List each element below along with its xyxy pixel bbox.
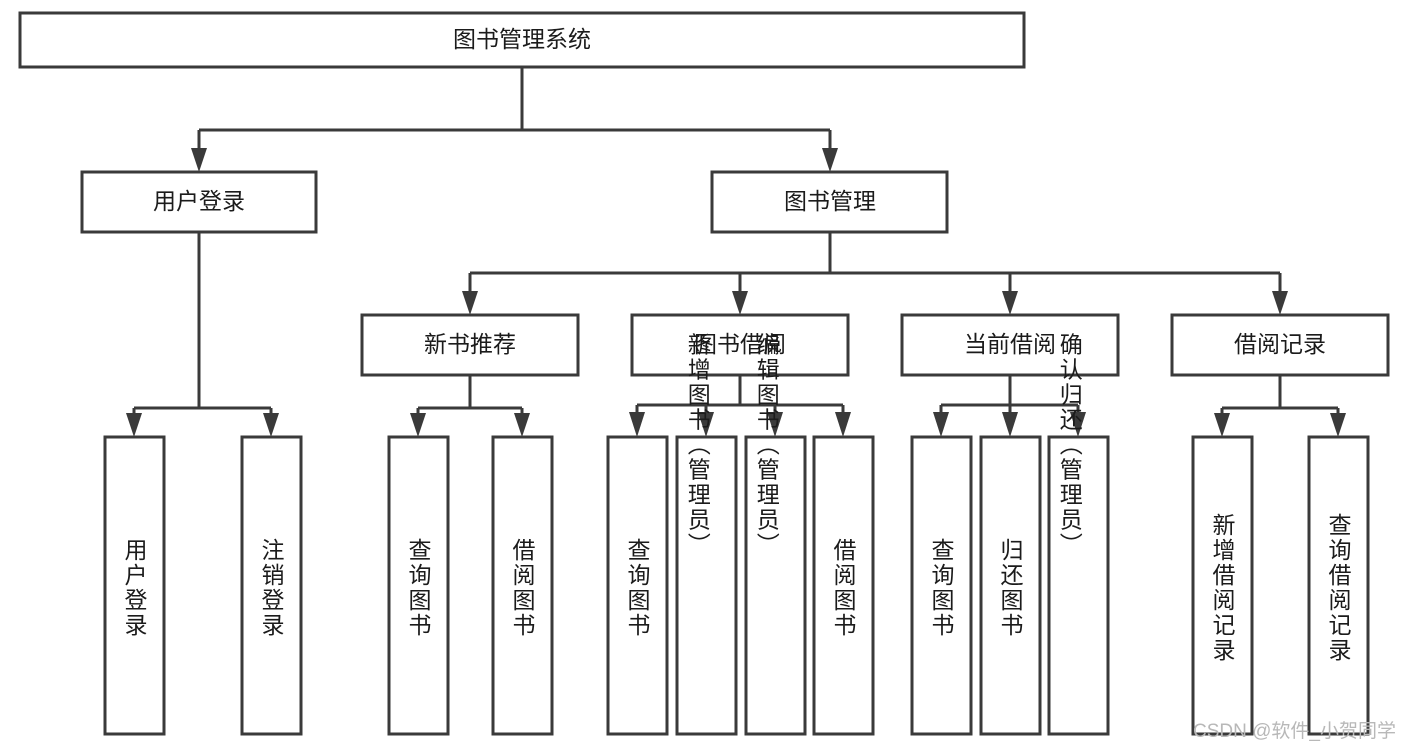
arrow-head-leaf-currentborrow-1 [1002,412,1018,437]
arrow-head-leaf-newbook-0 [410,413,426,437]
connector-group-book-borrow [629,375,851,437]
node-new-book-recommend[interactable]: 新书推荐 [360,313,580,377]
leaf-node-book-borrow-0-box[interactable] [606,435,669,736]
arrow-head-leaf-borrowrecords-0 [1214,413,1230,437]
leaf-node-current-borrow-0-label: 查询图书 [928,538,955,638]
arrow-head-leaf-bookborrow-1 [698,412,714,437]
connector-group-user-login [126,232,279,437]
leaf-node-book-borrow-2-label: 编辑图书（管理员） [753,333,780,558]
node-book-management-label: 图书管理 [784,188,876,214]
leaf-node-user-login-0[interactable]: 用户登录 [103,435,166,736]
node-borrow-records-box[interactable] [1170,313,1390,377]
leaf-node-book-borrow-3-label: 借阅图书 [830,538,857,638]
node-borrow-records[interactable]: 借阅记录 [1170,313,1390,377]
arrow-head-leaf-bookborrow-3 [835,412,851,437]
leaf-node-book-borrow-3-box[interactable] [812,435,875,736]
leaf-node-new-book-recommend-1-box[interactable] [491,435,554,736]
arrow-head-currentborrow [1002,291,1018,315]
leaf-node-book-borrow-2-box[interactable] [744,435,807,736]
leaf-node-book-borrow-3[interactable]: 借阅图书 [812,435,875,736]
leaf-node-current-borrow-2-box[interactable] [1047,435,1110,736]
arrow-head-userlogin [191,148,207,172]
node-user-login[interactable]: 用户登录 [80,170,318,234]
arrow-head-leaf-user-login-0 [126,413,142,437]
node-book-management-box[interactable] [710,170,949,234]
leaf-node-borrow-records-0-label: 新增借阅记录 [1209,513,1236,663]
leaf-node-current-borrow-1-label: 归还图书 [997,538,1024,638]
arrow-head-leaf-currentborrow-0 [933,412,949,437]
leaf-node-new-book-recommend-0[interactable]: 查询图书 [387,435,450,736]
node-root-system-label: 图书管理系统 [453,26,591,52]
node-current-borrow[interactable]: 当前借阅 [900,313,1120,377]
arrow-head-leaf-bookborrow-0 [629,412,645,437]
leaf-node-borrow-records-0-box[interactable] [1191,435,1254,736]
leaf-node-current-borrow-0-box[interactable] [910,435,973,736]
node-current-borrow-box[interactable] [900,313,1120,377]
arrow-head-leaf-newbook-1 [514,413,530,437]
connector-group-current-borrow [933,375,1086,437]
leaf-node-current-borrow-1[interactable]: 归还图书 [979,435,1042,736]
arrow-head-leaf-bookborrow-2 [767,412,783,437]
leaf-node-new-book-recommend-1[interactable]: 借阅图书 [491,435,554,736]
leaf-node-current-borrow-2-label: 确认归还（管理员） [1056,333,1083,558]
leaf-node-current-borrow-1-box[interactable] [979,435,1042,736]
node-new-book-recommend-label: 新书推荐 [424,331,516,357]
leaf-node-new-book-recommend-0-box[interactable] [387,435,450,736]
leaf-node-borrow-records-0[interactable]: 新增借阅记录 [1191,435,1254,736]
leaf-node-user-login-1-label: 注销登录 [258,538,285,638]
leaf-node-book-borrow-0-label: 查询图书 [624,538,651,638]
arrow-head-bookborrow [732,291,748,315]
arrow-head-borrowrecords [1272,291,1288,315]
leaf-node-borrow-records-1-box[interactable] [1307,435,1370,736]
node-book-borrow[interactable]: 图书借阅 [630,313,850,377]
node-new-book-recommend-box[interactable] [360,313,580,377]
node-root-system-box[interactable] [18,11,1026,69]
leaf-node-book-borrow-2[interactable]: 编辑图书（管理员） [744,333,807,736]
leaf-node-book-borrow-1[interactable]: 新增图书（管理员） [675,333,738,736]
leaf-node-user-login-0-box[interactable] [103,435,166,736]
leaf-node-borrow-records-1[interactable]: 查询借阅记录 [1307,435,1370,736]
leaf-node-book-borrow-0[interactable]: 查询图书 [606,435,669,736]
connector-group-new-book-recommend [410,375,530,437]
csdn-watermark: CSDN @软件_小贺同学 [1193,720,1396,742]
node-user-login-label: 用户登录 [153,188,245,214]
connector-group-root [191,67,838,172]
leaf-node-user-login-1[interactable]: 注销登录 [240,435,303,736]
leaf-node-user-login-1-box[interactable] [240,435,303,736]
arrow-head-bookmgmt [822,148,838,172]
leaf-node-borrow-records-1-label: 查询借阅记录 [1325,513,1352,663]
node-book-management[interactable]: 图书管理 [710,170,949,234]
arrow-head-leaf-borrowrecords-1 [1330,413,1346,437]
node-user-login-box[interactable] [80,170,318,234]
leaf-node-current-borrow-2[interactable]: 确认归还（管理员） [1047,333,1110,736]
arrow-head-leaf-currentborrow-2 [1070,412,1086,437]
connector-group-borrow-records [1214,375,1346,437]
arrow-head-newbook [462,291,478,315]
connector-group-book-management [462,232,1288,315]
leaf-node-user-login-0-label: 用户登录 [121,538,148,638]
leaf-node-current-borrow-0[interactable]: 查询图书 [910,435,973,736]
node-current-borrow-label: 当前借阅 [964,331,1056,357]
node-root-system[interactable]: 图书管理系统 [18,11,1026,69]
leaf-node-new-book-recommend-0-label: 查询图书 [405,538,432,638]
leaf-node-book-borrow-1-label: 新增图书（管理员） [684,333,711,558]
arrow-head-leaf-user-login-1 [263,413,279,437]
node-book-borrow-box[interactable] [630,313,850,377]
leaf-node-book-borrow-1-box[interactable] [675,435,738,736]
node-book-borrow-label: 图书借阅 [694,331,786,357]
leaf-node-new-book-recommend-1-label: 借阅图书 [509,538,536,638]
node-borrow-records-label: 借阅记录 [1234,331,1326,357]
